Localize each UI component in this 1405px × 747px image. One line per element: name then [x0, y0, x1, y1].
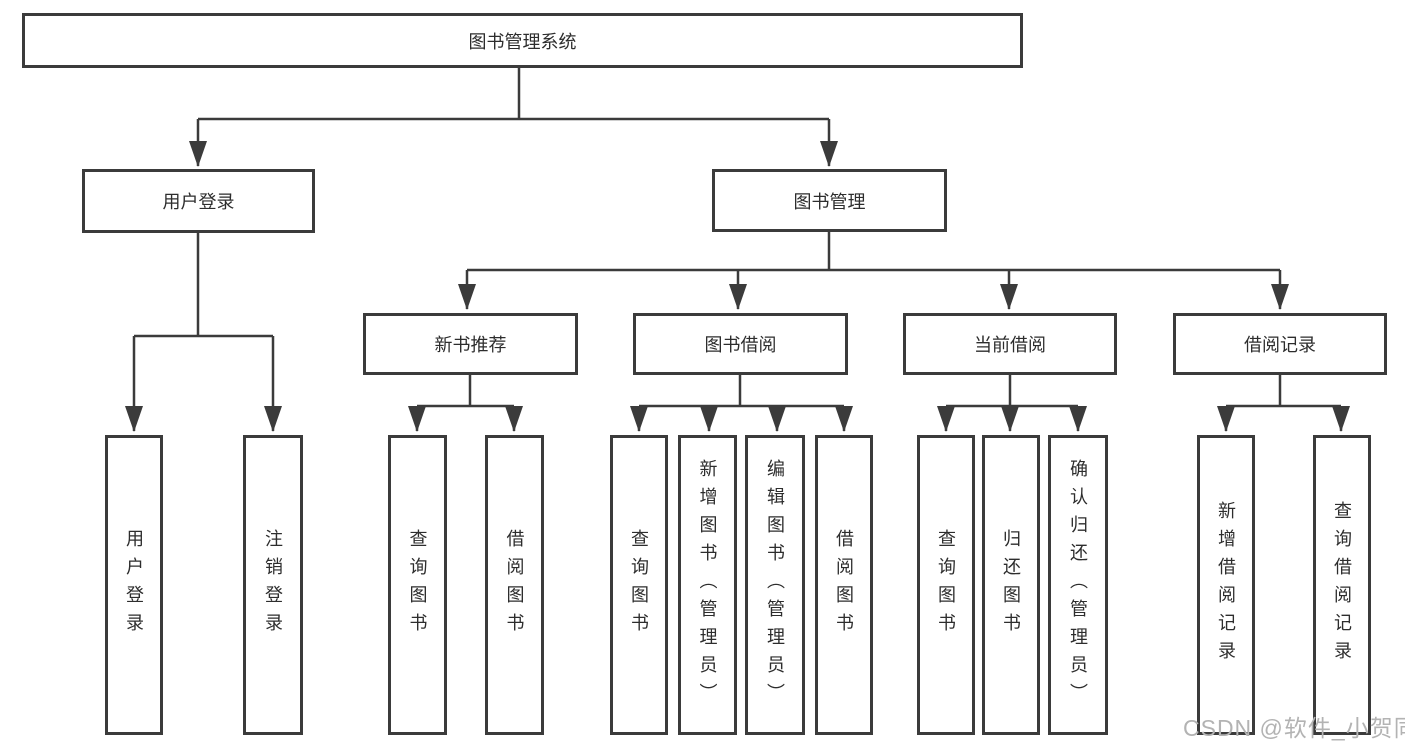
node-book-borrow: 图书借阅	[633, 313, 848, 375]
leaf-label: 新增图书（管理员）	[697, 459, 718, 711]
leaf-label: 借阅图书	[834, 529, 854, 641]
node-leaf-logout: 注销登录	[243, 435, 303, 735]
leaf-label: 借阅图书	[504, 529, 525, 641]
node-leaf-bb-query-books: 查询图书	[610, 435, 668, 735]
node-leaf-nb-borrow-books: 借阅图书	[485, 435, 544, 735]
node-leaf-cb-confirm-return: 确认归还（管理员）	[1048, 435, 1108, 735]
node-borrow-records: 借阅记录	[1173, 313, 1387, 375]
node-user-login: 用户登录	[82, 169, 315, 233]
csdn-watermark: CSDN @软件_小贺同学	[1183, 715, 1405, 741]
leaf-label: 查询借阅记录	[1332, 501, 1352, 669]
node-leaf-bb-borrow-books: 借阅图书	[815, 435, 873, 735]
node-leaf-bb-edit-books: 编辑图书（管理员）	[745, 435, 805, 735]
node-book-management: 图书管理	[712, 169, 947, 232]
node-new-book-recommend: 新书推荐	[363, 313, 578, 375]
node-library-management-system: 图书管理系统	[22, 13, 1023, 68]
node-leaf-cb-query-books: 查询图书	[917, 435, 975, 735]
node-leaf-br-query-record: 查询借阅记录	[1313, 435, 1371, 735]
leaf-label: 用户登录	[124, 529, 144, 641]
node-leaf-nb-query-books: 查询图书	[388, 435, 447, 735]
leaf-label: 确认归还（管理员）	[1068, 459, 1088, 711]
leaf-label: 查询图书	[407, 529, 428, 641]
node-leaf-bb-add-books: 新增图书（管理员）	[678, 435, 737, 735]
leaf-label: 归还图书	[1001, 529, 1021, 641]
leaf-label: 查询图书	[936, 529, 956, 641]
node-leaf-user-login: 用户登录	[105, 435, 163, 735]
node-leaf-cb-return-books: 归还图书	[982, 435, 1040, 735]
node-current-borrow: 当前借阅	[903, 313, 1117, 375]
leaf-label: 新增借阅记录	[1216, 501, 1236, 669]
node-leaf-br-add-record: 新增借阅记录	[1197, 435, 1255, 735]
leaf-label: 注销登录	[263, 529, 283, 641]
leaf-label: 查询图书	[629, 529, 649, 641]
leaf-label: 编辑图书（管理员）	[765, 459, 785, 711]
